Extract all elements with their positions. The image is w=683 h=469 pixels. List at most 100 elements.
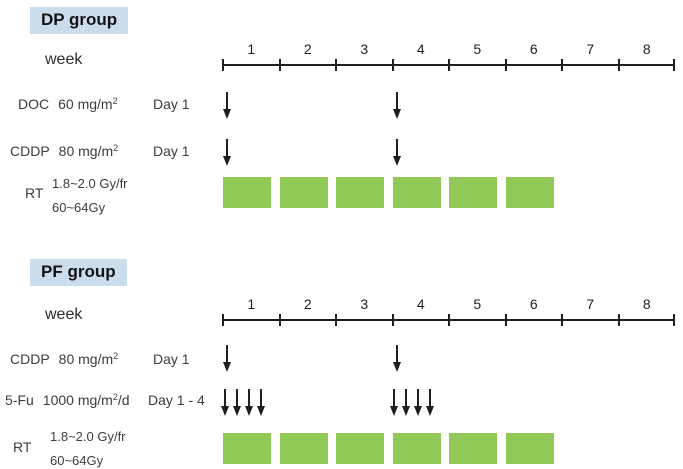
rt-week-block — [223, 177, 271, 208]
axis-tick — [448, 314, 450, 326]
week-number: 2 — [303, 41, 312, 57]
drug-dose: 1000 mg/m2/d — [42, 392, 130, 408]
dp-cddp-label: CDDP 80 mg/m2 — [10, 143, 118, 159]
dp-doc-week4-dose-arrow — [392, 92, 402, 119]
pf-rt-blocks — [223, 433, 554, 464]
drug-name: CDDP — [10, 143, 50, 159]
dp-cddp-week4-dose-arrow — [392, 139, 402, 166]
dp-rt-total-dose: 60~64Gy — [52, 200, 106, 215]
pf-rt-total-dose: 60~64Gy — [50, 453, 104, 468]
axis-tick — [617, 314, 620, 326]
week-number: 6 — [529, 296, 538, 312]
week-number: 3 — [360, 296, 369, 312]
down-arrow-icon — [393, 92, 401, 119]
pf-cddp-week4-dose-arrow — [392, 345, 402, 372]
down-arrow-icon — [245, 389, 253, 416]
rt-week-block — [279, 433, 328, 464]
pf-fu-schedule: Day 1 - 4 — [148, 392, 205, 408]
pf-week-axis-label: week — [45, 306, 83, 323]
pf-cddp-schedule: Day 1 — [153, 351, 190, 367]
axis-tick — [504, 314, 507, 326]
axis-tick — [391, 314, 394, 326]
rt-week-block — [336, 433, 384, 464]
axis-tick — [504, 59, 507, 71]
week-number: 4 — [416, 296, 425, 312]
axis-tick — [278, 314, 281, 326]
week-number: 8 — [642, 41, 651, 57]
down-arrow-icon — [223, 345, 231, 372]
drug-dose: 80 mg/m2 — [58, 143, 119, 159]
week-number: 4 — [416, 41, 425, 57]
down-arrow-icon — [257, 389, 265, 416]
drug-name: DOC — [18, 96, 50, 112]
down-arrow-icon — [402, 389, 410, 416]
axis-tick — [673, 314, 675, 326]
week-number: 5 — [473, 41, 482, 57]
drug-name: CDDP — [10, 351, 50, 367]
down-arrow-icon — [223, 92, 231, 119]
week-number: 1 — [247, 296, 256, 312]
drug-dose: 80 mg/m2 — [58, 351, 119, 367]
axis-tick — [561, 59, 563, 71]
down-arrow-icon — [233, 389, 241, 416]
rt-week-block — [505, 177, 554, 208]
week-number: 5 — [473, 296, 482, 312]
dp-group-title: DP group — [30, 7, 129, 34]
dp-cddp-schedule: Day 1 — [153, 143, 190, 159]
rt-week-block — [392, 177, 441, 208]
pf-cddp-label: CDDP 80 mg/m2 — [10, 351, 118, 367]
axis-tick — [335, 314, 337, 326]
down-arrow-icon — [223, 139, 231, 166]
dp-doc-schedule: Day 1 — [153, 96, 190, 112]
dp-rt-dose-per-fraction: 1.8~2.0 Gy/fr — [52, 176, 128, 191]
dp-week-axis — [222, 59, 675, 71]
drug-dose: 60 mg/m2 — [58, 96, 118, 112]
pf-fu-week1-dose-arrows — [220, 389, 266, 416]
rt-week-block — [449, 177, 497, 208]
down-arrow-icon — [393, 139, 401, 166]
pf-cddp-week1-dose-arrow — [222, 345, 232, 372]
down-arrow-icon — [390, 389, 398, 416]
rt-week-block — [392, 433, 441, 464]
week-number: 8 — [642, 296, 651, 312]
rt-week-block — [505, 433, 554, 464]
dp-week-axis-label: week — [45, 51, 83, 68]
axis-tick — [617, 59, 620, 71]
drug-name: 5-Fu — [5, 392, 34, 408]
pf-group-title: PF group — [30, 259, 127, 286]
down-arrow-icon — [426, 389, 434, 416]
axis-tick — [335, 59, 337, 71]
pf-fu-week4-dose-arrows — [389, 389, 435, 416]
rt-week-block — [223, 433, 271, 464]
dp-doc-label: DOC 60 mg/m2 — [18, 96, 118, 112]
down-arrow-icon — [393, 345, 401, 372]
pf-week-axis — [222, 314, 675, 326]
axis-tick — [391, 59, 394, 71]
axis-tick — [278, 59, 281, 71]
down-arrow-icon — [221, 389, 229, 416]
axis-tick — [222, 314, 224, 326]
rt-week-block — [336, 177, 384, 208]
pf-fu-label: 5-Fu 1000 mg/m2/d — [5, 392, 130, 408]
dp-rt-blocks — [223, 177, 554, 208]
axis-tick — [448, 59, 450, 71]
dp-cddp-week1-dose-arrow — [222, 139, 232, 166]
rt-week-block — [279, 177, 328, 208]
dp-week-numbers: 1 2 3 4 5 6 7 8 — [223, 41, 675, 57]
down-arrow-icon — [414, 389, 422, 416]
axis-tick — [561, 314, 563, 326]
week-number: 7 — [586, 296, 595, 312]
axis-tick — [222, 59, 224, 71]
rt-week-block — [449, 433, 497, 464]
dp-doc-week1-dose-arrow — [222, 92, 232, 119]
pf-rt-label: RT — [13, 439, 32, 455]
pf-week-numbers: 1 2 3 4 5 6 7 8 — [223, 296, 675, 312]
axis-tick — [673, 59, 675, 71]
pf-rt-dose-per-fraction: 1.8~2.0 Gy/fr — [50, 429, 126, 444]
week-number: 1 — [247, 41, 256, 57]
week-number: 7 — [586, 41, 595, 57]
week-number: 3 — [360, 41, 369, 57]
week-number: 2 — [303, 296, 312, 312]
week-number: 6 — [529, 41, 538, 57]
